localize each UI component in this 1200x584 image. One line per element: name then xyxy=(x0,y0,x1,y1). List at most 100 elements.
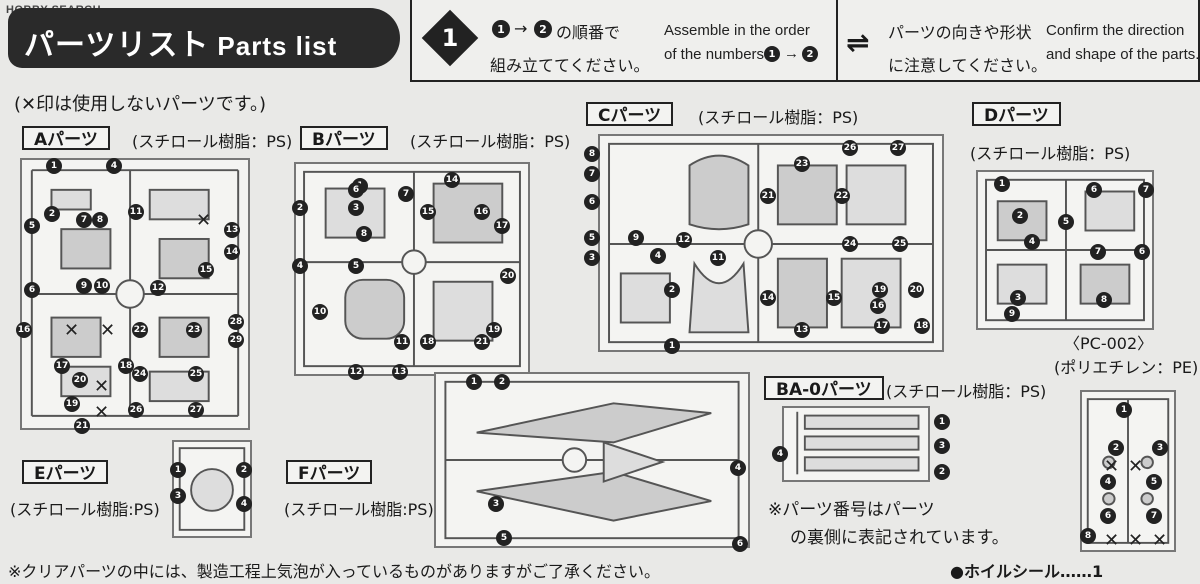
part-number-b-14: 14 xyxy=(444,172,460,188)
part-number-pc-3: 3 xyxy=(1152,440,1168,456)
part-number-pc-1: 1 xyxy=(1116,402,1132,418)
e-sprue-drawing xyxy=(178,447,246,531)
part-number-pc-2: 2 xyxy=(1108,440,1124,456)
order-jp-line1: の順番で xyxy=(556,23,621,42)
part-number-c-8: 8 xyxy=(584,146,600,162)
part-number-d-7: 7 xyxy=(1090,244,1106,260)
f-parts-material: (スチロール樹脂:PS) xyxy=(284,500,434,519)
seq-from-circle-en: 1 xyxy=(764,46,780,62)
part-number-c-17: 17 xyxy=(874,318,890,334)
b-parts-label: Bパーツ xyxy=(300,126,388,150)
part-number-b-6: 6 xyxy=(348,182,364,198)
part-number-c-11: 11 xyxy=(710,250,726,266)
seq-to-circle: 2 xyxy=(534,20,552,38)
part-number-pc-8: 8 xyxy=(1080,528,1096,544)
part-number-note-line2: の裏側に表記されています。 xyxy=(790,528,1009,548)
part-number-d-4: 4 xyxy=(1024,234,1040,250)
c-sprue-drawing xyxy=(608,142,934,344)
unused-cross-icon: ✕ xyxy=(196,210,212,231)
c-parts-material: (スチロール樹脂：PS) xyxy=(698,108,859,127)
part-number-b-15: 15 xyxy=(420,204,436,220)
e-parts-label: Eパーツ xyxy=(22,460,109,484)
part-number-c-12: 12 xyxy=(676,232,692,248)
a-sprue-drawing xyxy=(30,169,240,417)
part-number-b-4: 4 xyxy=(292,258,308,274)
instruction-box xyxy=(410,0,1200,82)
part-number-f-5: 5 xyxy=(496,530,512,546)
direction-arrow-icon: ⇌ xyxy=(846,26,870,59)
part-number-b-16: 16 xyxy=(474,204,490,220)
a-parts-sprue xyxy=(20,158,250,430)
part-number-a-9: 9 xyxy=(76,278,92,294)
part-number-c-2: 2 xyxy=(664,282,680,298)
unused-cross-icon: ✕ xyxy=(1104,456,1120,477)
part-number-a-16: 16 xyxy=(16,322,32,338)
part-number-b-18: 18 xyxy=(420,334,436,350)
part-number-d-2: 2 xyxy=(1012,208,1028,224)
part-number-d-5: 5 xyxy=(1058,214,1074,230)
step-number: 1 xyxy=(441,24,459,52)
direction-jp-line2: に注意してください。 xyxy=(888,56,1048,75)
part-number-c-24: 24 xyxy=(842,236,858,252)
part-number-a-15: 15 xyxy=(198,262,214,278)
part-number-pc-6: 6 xyxy=(1100,508,1116,524)
part-number-a-21: 21 xyxy=(74,418,90,434)
f-parts-sprue xyxy=(434,372,750,548)
unused-cross-icon: ✕ xyxy=(1128,456,1144,477)
part-number-b-21: 21 xyxy=(474,334,490,350)
part-number-a-25: 25 xyxy=(188,366,204,382)
part-number-d-9: 9 xyxy=(1004,306,1020,322)
foil-seal-label: ●ホイルシール……1 xyxy=(950,562,1104,581)
part-number-a-26: 26 xyxy=(128,402,144,418)
part-number-a-8: 8 xyxy=(92,212,108,228)
title-jp: パーツリスト xyxy=(24,28,210,63)
part-number-c-20: 20 xyxy=(908,282,924,298)
part-number-c-26: 26 xyxy=(842,140,858,156)
part-number-ba0-2: 2 xyxy=(934,464,950,480)
part-number-a-7: 7 xyxy=(76,212,92,228)
part-number-a-22: 22 xyxy=(132,322,148,338)
unused-parts-note: (✕印は使用しないパーツです。) xyxy=(14,94,266,115)
part-number-c-9: 9 xyxy=(628,230,644,246)
part-number-a-28: 28 xyxy=(228,314,244,330)
ba0-parts-sprue xyxy=(782,406,930,482)
unused-cross-icon: ✕ xyxy=(100,320,116,341)
a-parts-material: (スチロール樹脂：PS) xyxy=(132,132,293,151)
part-number-c-19: 19 xyxy=(872,282,888,298)
part-number-a-12: 12 xyxy=(150,280,166,296)
part-number-c-3: 3 xyxy=(584,250,600,266)
part-number-c-4: 4 xyxy=(650,248,666,264)
seq-from-circle: 1 xyxy=(492,20,510,38)
part-number-e-2: 2 xyxy=(236,462,252,478)
d-parts-sprue xyxy=(976,170,1154,330)
pc-parts-label: 〈PC-002〉 xyxy=(1064,334,1154,353)
order-jp-line2: 組み立ててください。 xyxy=(490,56,650,75)
a-parts-label: Aパーツ xyxy=(22,126,110,150)
unused-cross-icon: ✕ xyxy=(64,320,80,341)
d-parts-material: (スチロール樹脂：PS) xyxy=(970,144,1131,163)
part-number-note-line1: ※パーツ番号はパーツ xyxy=(768,500,935,520)
b-parts-material: (スチロール樹脂：PS) xyxy=(410,132,571,151)
part-number-f-4: 4 xyxy=(730,460,746,476)
e-parts-material: (スチロール樹脂:PS) xyxy=(10,500,160,519)
part-number-b-12: 12 xyxy=(348,364,364,380)
order-en-line2: of the numbers xyxy=(664,46,765,63)
part-number-a-27: 27 xyxy=(188,402,204,418)
part-number-ba0-1: 1 xyxy=(934,414,950,430)
unused-cross-icon: ✕ xyxy=(94,402,110,423)
f-parts-label: Fパーツ xyxy=(286,460,373,484)
part-number-f-1: 1 xyxy=(466,374,482,390)
part-number-c-22: 22 xyxy=(834,188,850,204)
part-number-pc-5: 5 xyxy=(1146,474,1162,490)
part-number-c-6: 6 xyxy=(584,194,600,210)
part-number-c-13: 13 xyxy=(794,322,810,338)
part-number-e-1: 1 xyxy=(170,462,186,478)
instruction-divider xyxy=(836,0,838,82)
part-number-b-10: 10 xyxy=(312,304,328,320)
part-number-note: ※パーツ番号はパーツ の裏側に表記されています。 xyxy=(768,496,1009,552)
part-number-d-3: 3 xyxy=(1010,290,1026,306)
part-number-a-4: 4 xyxy=(106,158,122,174)
part-number-d-1: 1 xyxy=(994,176,1010,192)
part-number-c-7: 7 xyxy=(584,166,600,182)
